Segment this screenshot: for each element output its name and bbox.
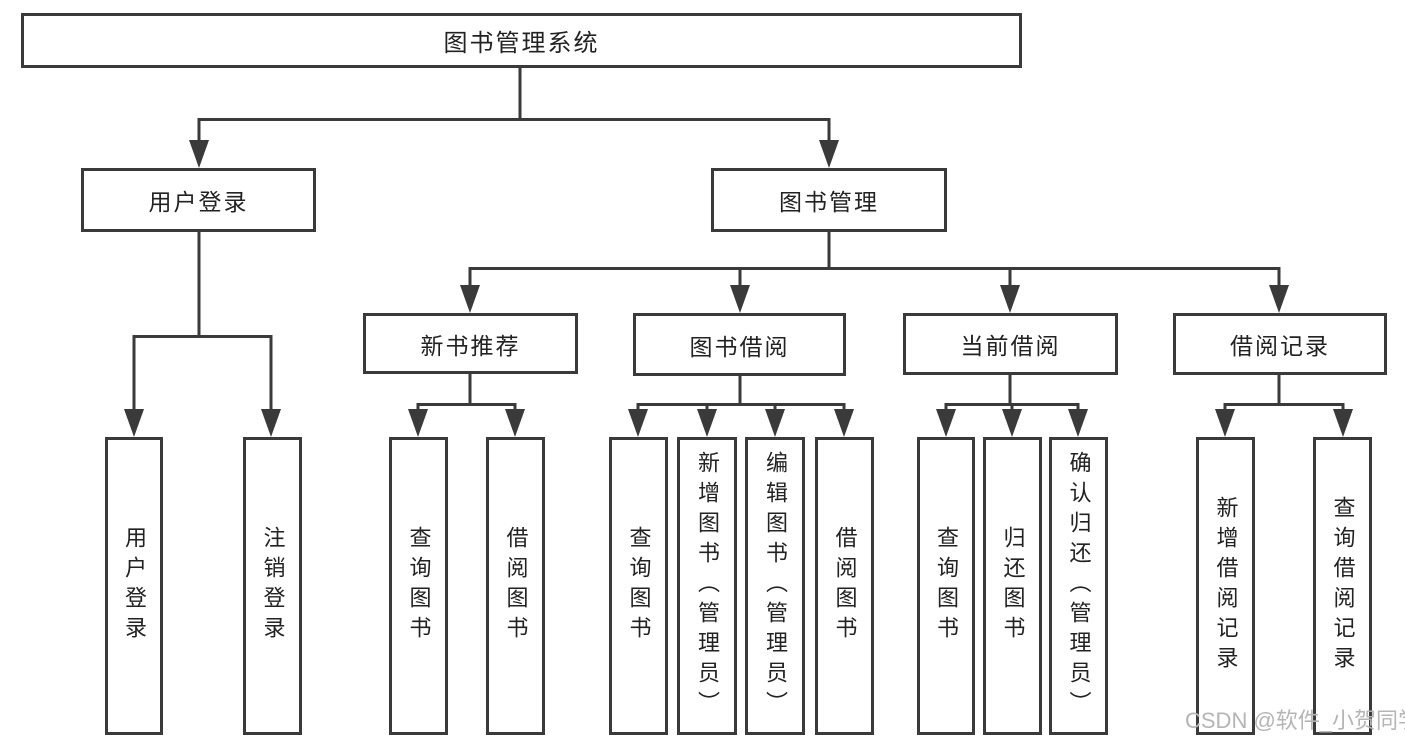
watermark-text: CSDN @软件_小贺同学	[1185, 708, 1405, 733]
connector-new-book-recommend-children	[408, 374, 525, 437]
leaf-add-book-admin-label: 新增图书（管理员）	[695, 451, 720, 721]
connector-book-management-to-level3	[460, 232, 1289, 313]
leaf-query-books-current-label: 查询图书	[934, 526, 959, 646]
leaf-add-borrow-record: 新增借阅记录	[1196, 437, 1255, 735]
leaf-return-books: 归还图书	[983, 437, 1042, 735]
leaf-borrow-books-recommend: 借阅图书	[486, 437, 545, 735]
leaf-edit-book-admin: 编辑图书（管理员）	[745, 437, 805, 735]
leaf-query-borrow-record: 查询借阅记录	[1313, 437, 1372, 735]
node-borrowing-records: 借阅记录	[1173, 313, 1387, 375]
leaf-confirm-return-admin: 确认归还（管理员）	[1049, 437, 1108, 735]
node-user-login: 用户登录	[81, 168, 316, 232]
leaf-query-books-recommend-label: 查询图书	[406, 526, 432, 646]
connector-user-login-children	[124, 232, 281, 437]
leaf-edit-book-admin-label: 编辑图书（管理员）	[763, 451, 788, 721]
node-book-management: 图书管理	[711, 168, 947, 232]
leaf-borrow-books-borrowing: 借阅图书	[815, 437, 874, 735]
leaf-confirm-return-admin-label: 确认归还（管理员）	[1066, 451, 1092, 721]
node-book-management-label: 图书管理	[779, 189, 879, 215]
leaf-logout: 注销登录	[243, 437, 302, 735]
node-library-system: 图书管理系统	[21, 13, 1022, 68]
node-book-borrowing: 图书借阅	[633, 313, 846, 376]
node-current-borrowing-label: 当前借阅	[960, 333, 1061, 359]
leaf-add-borrow-record-label: 新增借阅记录	[1213, 496, 1239, 676]
connector-current-borrowing-children	[936, 375, 1088, 437]
leaf-query-books-borrowing-label: 查询图书	[626, 526, 652, 646]
node-current-borrowing: 当前借阅	[903, 313, 1118, 375]
leaf-query-books-current: 查询图书	[917, 437, 975, 735]
leaf-user-login-label: 用户登录	[122, 526, 147, 646]
leaf-query-books-recommend: 查询图书	[389, 437, 448, 735]
leaf-user-login: 用户登录	[105, 437, 163, 735]
connector-root-to-level2	[189, 68, 839, 168]
connector-borrowing-records-children	[1215, 375, 1353, 437]
node-library-system-label: 图书管理系统	[443, 30, 600, 57]
node-book-borrowing-label: 图书借阅	[689, 333, 790, 360]
leaf-query-books-borrowing: 查询图书	[609, 437, 668, 735]
node-borrowing-records-label: 借阅记录	[1230, 333, 1330, 359]
leaf-borrow-books-recommend-label: 借阅图书	[503, 526, 529, 646]
leaf-add-book-admin: 新增图书（管理员）	[677, 437, 737, 735]
leaf-logout-label: 注销登录	[260, 526, 286, 646]
leaf-query-borrow-record-label: 查询借阅记录	[1330, 496, 1356, 676]
node-new-book-recommend-label: 新书推荐	[420, 332, 521, 359]
node-new-book-recommend: 新书推荐	[363, 313, 578, 374]
leaf-return-books-label: 归还图书	[1000, 526, 1026, 646]
connector-book-borrowing-children	[628, 374, 854, 437]
node-user-login-label: 用户登录	[148, 189, 249, 215]
leaf-borrow-books-borrowing-label: 借阅图书	[832, 526, 858, 646]
